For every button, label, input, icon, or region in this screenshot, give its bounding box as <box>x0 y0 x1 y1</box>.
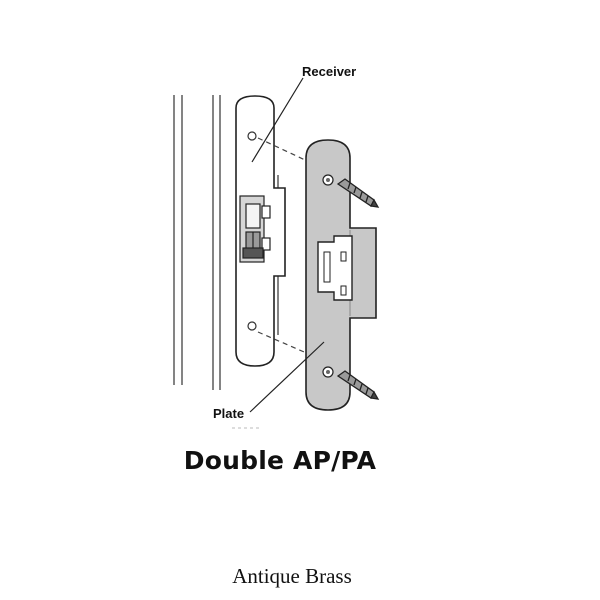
screw-hole-icon <box>247 321 257 331</box>
plate-label: Plate <box>213 406 244 421</box>
receiver-label: Receiver <box>302 64 356 79</box>
screw-hole-icon <box>247 131 257 141</box>
screw-icon <box>336 178 380 208</box>
latch-mechanism <box>239 195 271 263</box>
diagram-title: Double AP/PA <box>183 446 377 475</box>
screw-icon <box>336 370 380 400</box>
finish-caption: Antique Brass <box>232 564 352 588</box>
leader-lines <box>249 77 325 413</box>
strike-plate <box>305 139 377 411</box>
receiver <box>235 95 286 367</box>
